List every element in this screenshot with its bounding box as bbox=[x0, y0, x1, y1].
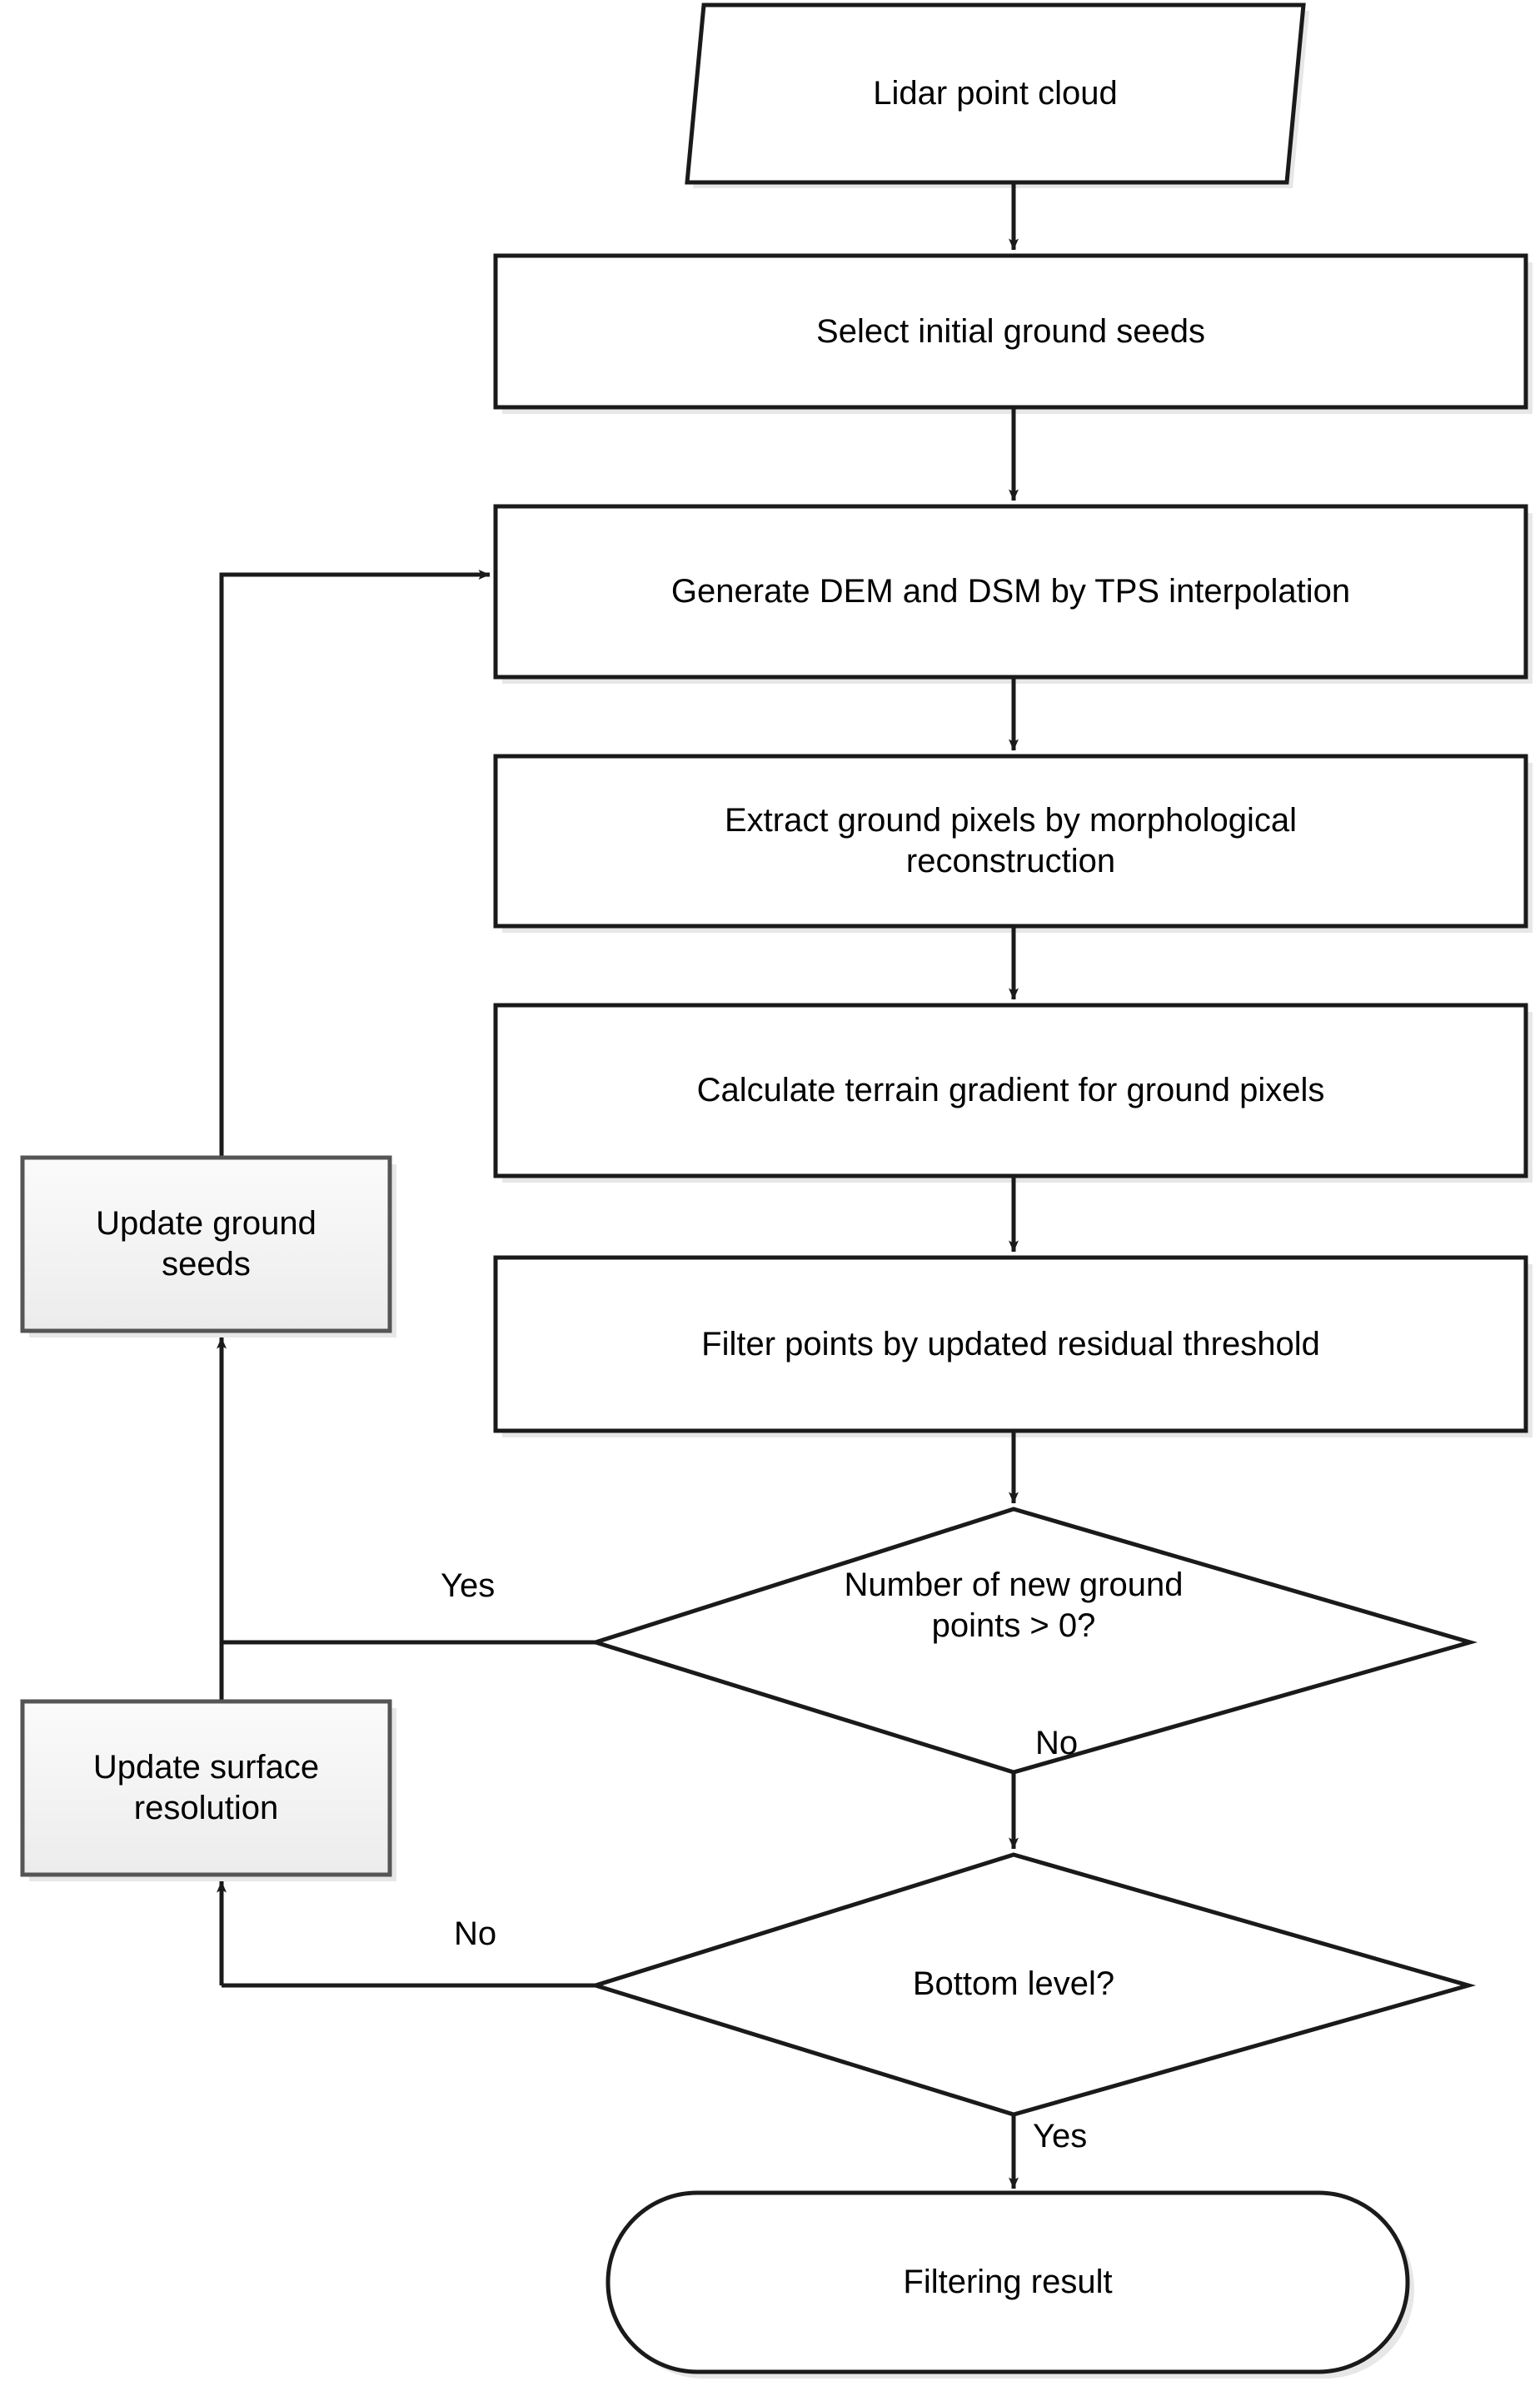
node-shape-select-seeds[interactable] bbox=[493, 253, 1528, 410]
node-shape-filtering-result[interactable] bbox=[606, 2190, 1410, 2374]
node-shape-generate-dem-dsm[interactable] bbox=[493, 504, 1528, 680]
edge-label-bottom-level-no: No bbox=[454, 1915, 497, 1952]
node-shape-decision-bottom-level[interactable] bbox=[588, 1852, 1477, 2117]
node-shape-input-lidar[interactable] bbox=[685, 2, 1306, 185]
node-shape-calculate-gradient[interactable] bbox=[493, 1003, 1528, 1178]
node-shape-update-ground-seeds[interactable] bbox=[20, 1155, 392, 1333]
edge-label-new-points-yes: Yes bbox=[441, 1567, 496, 1604]
node-shape-update-surface-resolution[interactable] bbox=[20, 1699, 392, 1877]
node-shape-decision-new-points[interactable] bbox=[588, 1507, 1478, 1775]
edge-label-new-points-no: No bbox=[1035, 1725, 1079, 1761]
connector-lines bbox=[217, 182, 1019, 2189]
node-shape-extract-ground-pixels[interactable] bbox=[493, 754, 1528, 929]
node-shape-filter-points[interactable] bbox=[493, 1255, 1528, 1433]
edge-label-bottom-level-yes: Yes bbox=[1033, 2118, 1088, 2154]
